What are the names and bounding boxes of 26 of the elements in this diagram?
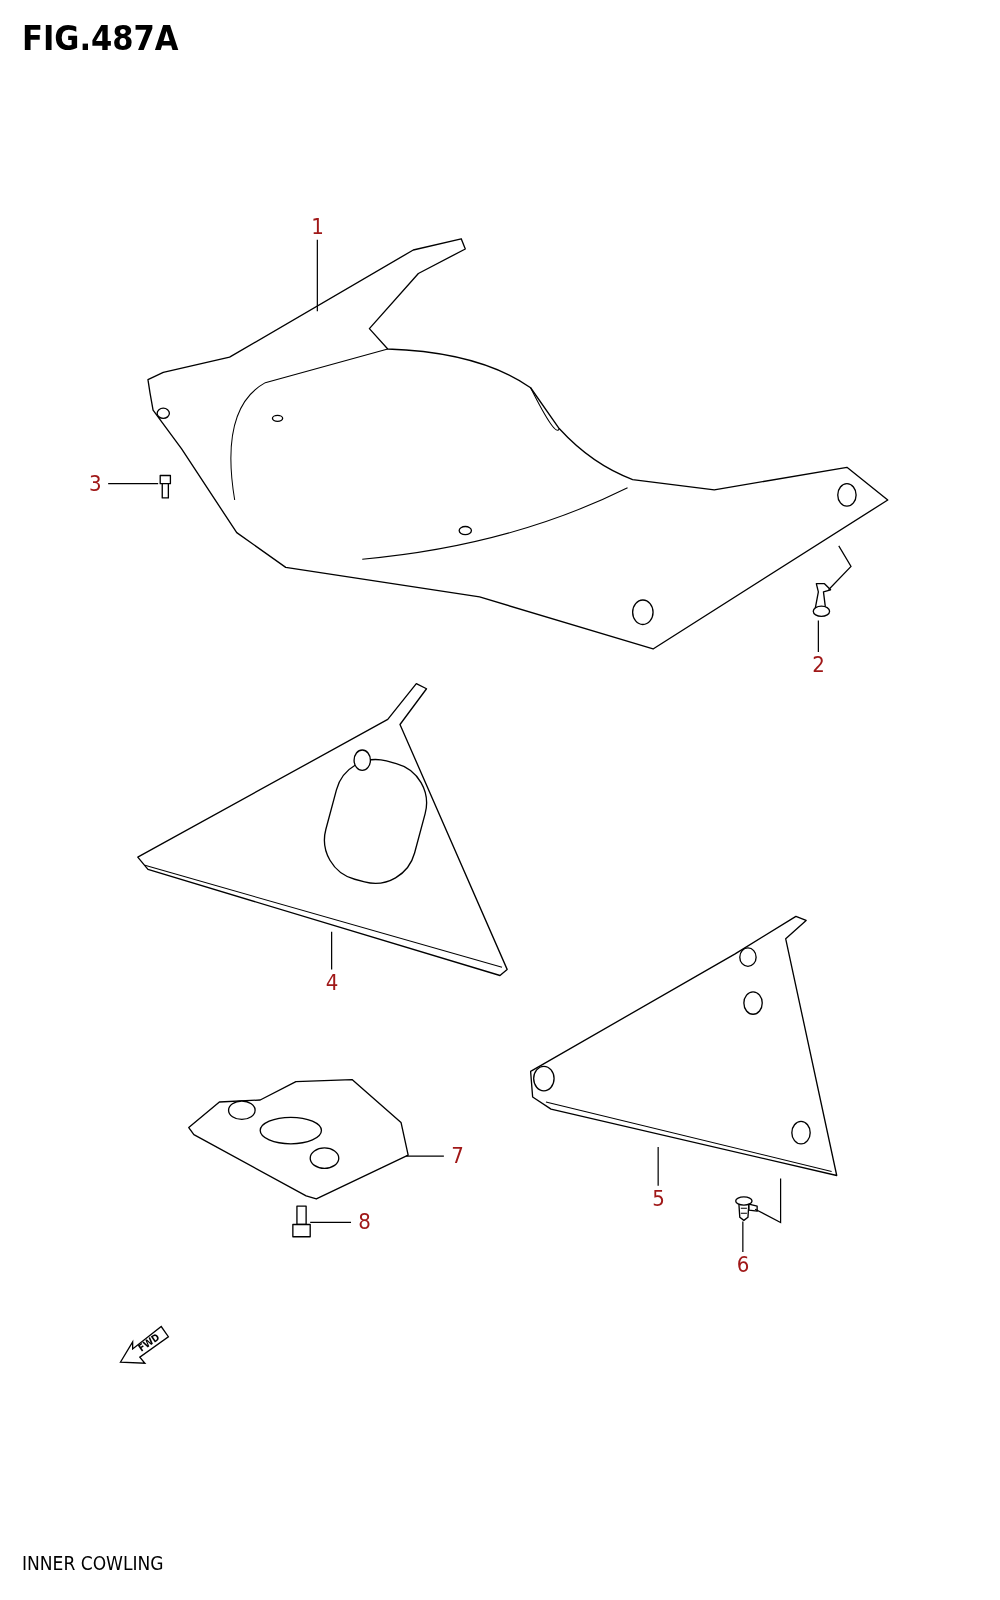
leader-line xyxy=(309,1221,352,1224)
callout-number: 7 xyxy=(451,1145,464,1168)
figure-title: FIG.487A xyxy=(22,18,179,58)
leader-line xyxy=(405,1155,445,1157)
leader-line xyxy=(331,931,333,970)
direction-label: FWD xyxy=(135,1330,162,1354)
screw-drawing xyxy=(159,474,172,499)
inner-cowling-drawing xyxy=(147,238,889,650)
callout-number: 2 xyxy=(812,654,825,677)
callout-number: 1 xyxy=(311,215,324,238)
leader-line xyxy=(107,483,159,485)
caption: INNER COWLING xyxy=(22,1552,164,1574)
callout-number: 4 xyxy=(325,971,339,994)
inner-panel-drawing xyxy=(529,915,838,1177)
callout-number: 6 xyxy=(736,1254,750,1277)
callout-number: 5 xyxy=(652,1187,665,1210)
leader-line xyxy=(657,1146,659,1187)
clip-drawing xyxy=(735,1196,758,1222)
leader-line xyxy=(316,239,318,312)
leader-line xyxy=(817,619,819,653)
bracket-drawing xyxy=(188,1078,409,1200)
leader-line xyxy=(742,1220,744,1253)
callout-number: 8 xyxy=(358,1211,371,1234)
callout-number: 3 xyxy=(88,472,102,495)
clip-drawing xyxy=(812,583,832,617)
bolt-drawing xyxy=(292,1205,311,1238)
